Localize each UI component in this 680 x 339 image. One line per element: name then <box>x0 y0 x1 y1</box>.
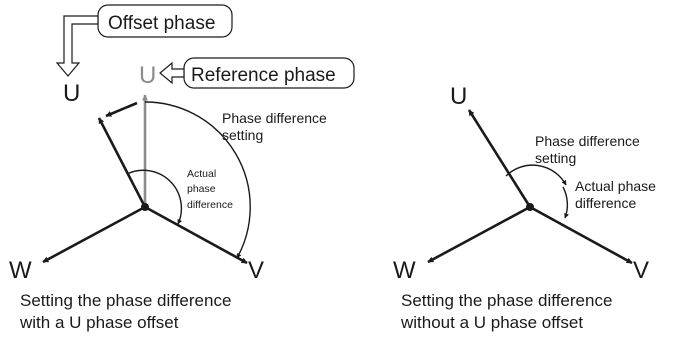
right-setting-label-line2: setting <box>535 150 576 166</box>
right-u-vector <box>467 109 532 208</box>
right-w-vector <box>427 205 531 264</box>
v-vector <box>144 205 248 265</box>
offset-phase-label: Offset phase <box>108 13 215 34</box>
offset-u-label: U <box>63 80 80 107</box>
left-actual-label-line1: Actual <box>187 168 216 180</box>
right-origin <box>526 203 534 211</box>
right-v-label: V <box>633 257 649 284</box>
left-origin <box>141 203 149 211</box>
left-actual-label-line2: phase <box>187 183 216 195</box>
right-caption-line1: Setting the phase difference <box>401 291 612 310</box>
right-v-vector <box>529 205 633 265</box>
w-vector <box>42 205 146 264</box>
offset-phase-pointer-icon <box>55 15 99 77</box>
offset-shift-arrow <box>105 101 138 118</box>
actual-phase-difference-arc <box>126 169 183 225</box>
left-w-label: W <box>9 257 32 284</box>
right-u-label: U <box>450 83 467 110</box>
left-v-label: V <box>248 257 264 284</box>
right-caption-line2: without a U phase offset <box>400 313 583 332</box>
right-actual-label-line2: difference <box>575 195 636 211</box>
right-setting-arc <box>505 164 567 186</box>
right-w-label: W <box>393 257 416 284</box>
reference-u-label: U <box>139 62 156 89</box>
left-actual-label-line3: difference <box>187 199 233 211</box>
left-diagram: Offset phase Reference phase U U W V Pha… <box>9 4 355 332</box>
offset-u-vector <box>97 117 147 208</box>
phase-difference-setting-arc <box>144 101 251 259</box>
right-diagram: U W V Phase difference setting Actual ph… <box>393 83 656 332</box>
left-setting-label-line2: setting <box>222 127 263 143</box>
right-actual-label-line1: Actual phase <box>575 178 656 194</box>
left-setting-label-line1: Phase difference <box>222 110 327 126</box>
reference-phase-label: Reference phase <box>191 65 336 86</box>
left-caption-line1: Setting the phase difference <box>20 291 231 310</box>
reference-phase-pointer-icon <box>159 61 185 85</box>
right-actual-arc <box>562 186 569 219</box>
right-setting-label-line1: Phase difference <box>535 133 640 149</box>
left-caption-line2: with a U phase offset <box>19 313 179 332</box>
